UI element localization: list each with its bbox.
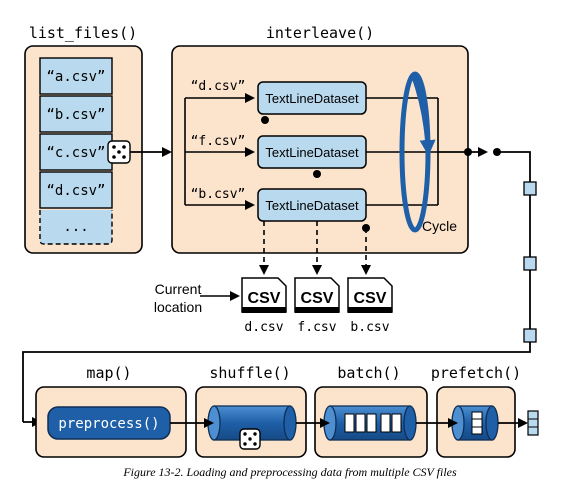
file-read-arrows — [259, 221, 371, 275]
fan-out-lines — [184, 93, 255, 210]
textline-dataset-box: TextLineDataset — [257, 135, 367, 169]
map-title: map() — [86, 364, 131, 382]
file-label-more: ... — [63, 219, 88, 235]
pipeline-connector — [22, 151, 531, 422]
shuffle-title: shuffle() — [209, 364, 290, 382]
prefetch-buffer-icon — [451, 405, 499, 441]
csv-filename-f: f.csv — [297, 320, 336, 335]
preprocess-label: preprocess() — [58, 416, 159, 432]
csv-filename-d: d.csv — [244, 320, 283, 335]
batch-title: batch() — [337, 364, 400, 382]
textline-dataset-label: TextLineDataset — [265, 91, 359, 106]
batch-buffer-icon — [323, 405, 417, 441]
cycle-ring — [399, 71, 436, 233]
dice-icon — [239, 428, 261, 450]
batch-element-icon — [523, 328, 537, 343]
svg-text:CSV: CSV — [248, 290, 281, 307]
file-item — [39, 95, 113, 133]
textline-dataset-label: TextLineDataset — [265, 198, 359, 213]
file-item — [39, 133, 113, 171]
textline-dataset-label: TextLineDataset — [265, 145, 359, 160]
csv-file-icon: CSV — [347, 277, 393, 313]
figure-caption: Figure 13-2. Loading and preprocessing d… — [122, 465, 457, 479]
svg-text:CSV: CSV — [301, 290, 334, 307]
file-list: “a.csv” “b.csv” “c.csv” “d.csv” ... — [39, 57, 113, 245]
file-label-c: “c.csv” — [46, 145, 105, 161]
read-position-dot — [261, 116, 269, 124]
file-label-a: “a.csv” — [46, 69, 105, 85]
current-location-label: Current — [155, 281, 202, 297]
prefetch-title: prefetch() — [431, 364, 521, 382]
cycle-label: Cycle — [422, 218, 457, 234]
textline-dataset-box: TextLineDataset — [257, 81, 367, 115]
file-item-more — [39, 210, 113, 245]
output-batch-icon — [527, 410, 539, 436]
reader-file-label-f: “f.csv” — [191, 134, 246, 149]
csv-filename-b: b.csv — [350, 320, 389, 335]
dice-icon — [107, 140, 131, 164]
file-label-d: “d.csv” — [46, 183, 105, 199]
csv-file-icon: CSV — [294, 277, 340, 313]
list-files-title: list_files() — [29, 24, 137, 42]
preprocess-box: preprocess() — [47, 406, 171, 440]
read-position-dot — [313, 170, 321, 178]
interleave-title: interleave() — [266, 24, 374, 42]
output-dot — [464, 148, 472, 156]
file-item — [39, 171, 113, 209]
reader-file-label-b: “b.csv” — [191, 187, 246, 202]
batch-element-icon — [523, 181, 537, 196]
file-item — [39, 57, 113, 95]
file-label-b: “b.csv” — [46, 107, 105, 123]
textline-dataset-box: TextLineDataset — [257, 188, 367, 222]
reader-file-label-d: “d.csv” — [191, 79, 246, 94]
svg-text:CSV: CSV — [354, 290, 387, 307]
current-location-label: location — [154, 299, 202, 315]
csv-file-icon: CSV — [241, 277, 287, 313]
batch-element-icon — [523, 256, 537, 271]
